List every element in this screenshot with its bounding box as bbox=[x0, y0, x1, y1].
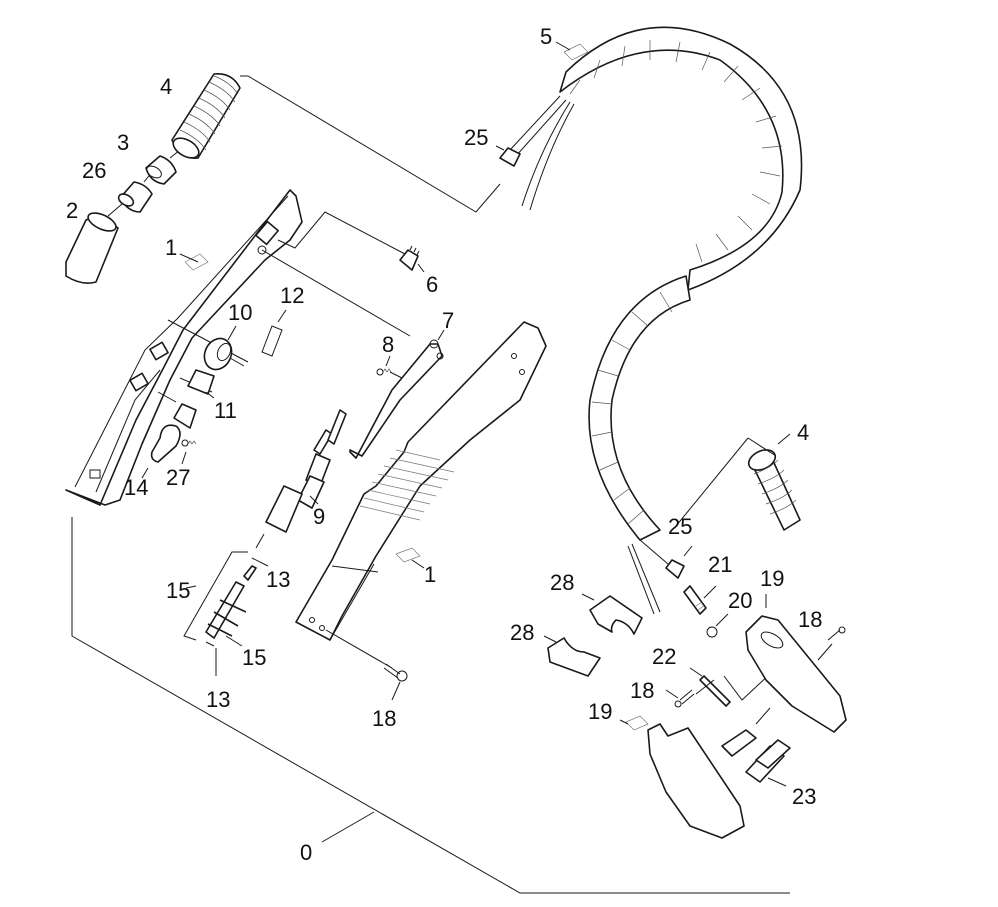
callout-23: 23 bbox=[792, 784, 816, 809]
trigger-lever bbox=[349, 339, 444, 459]
locking-button bbox=[150, 403, 197, 463]
callout-6: 6 bbox=[426, 272, 438, 297]
crimp-sleeve-top bbox=[499, 147, 521, 167]
connector-housing-left bbox=[619, 715, 745, 839]
screw-connector-right bbox=[827, 626, 846, 641]
kink-protection-sleeve-top bbox=[171, 72, 241, 159]
terminal-block bbox=[721, 707, 791, 787]
slider bbox=[187, 369, 215, 395]
valve-assembly bbox=[265, 409, 347, 533]
callout-26: 26 bbox=[82, 158, 106, 183]
callout-20: 20 bbox=[728, 588, 752, 613]
callout-27: 27 bbox=[166, 465, 190, 490]
callout-4: 4 bbox=[160, 74, 172, 99]
ring bbox=[145, 155, 177, 185]
callout-12: 12 bbox=[280, 283, 304, 308]
callout-13: 13 bbox=[266, 567, 290, 592]
callout-13: 13 bbox=[206, 687, 230, 712]
callout-4: 4 bbox=[797, 420, 809, 445]
callout-19: 19 bbox=[760, 566, 784, 591]
callout-22: 22 bbox=[652, 644, 676, 669]
kink-protection-sleeve-bottom bbox=[675, 433, 801, 531]
callout-28: 28 bbox=[550, 570, 574, 595]
clamp-lower bbox=[547, 637, 601, 677]
screw-handle bbox=[383, 663, 408, 682]
pin bbox=[699, 675, 731, 707]
connector-housing-right bbox=[745, 594, 847, 733]
callout-9: 9 bbox=[313, 504, 325, 529]
callout-11: 11 bbox=[214, 398, 237, 423]
hose-wires-top bbox=[509, 41, 589, 211]
bushing bbox=[117, 181, 153, 213]
nozzle-tube bbox=[65, 212, 119, 284]
handle-half-left bbox=[65, 189, 411, 506]
callout-15: 15 bbox=[242, 645, 266, 670]
callout-1: 1 bbox=[165, 235, 177, 260]
hose-wires-bottom bbox=[627, 539, 669, 615]
callout-21: 21 bbox=[708, 552, 732, 577]
callout-5: 5 bbox=[540, 24, 552, 49]
screw-connector-left bbox=[674, 689, 695, 708]
callout-8: 8 bbox=[382, 332, 394, 357]
valve-insert bbox=[183, 533, 269, 676]
callout-7: 7 bbox=[442, 308, 454, 333]
clamp-upper bbox=[589, 595, 643, 635]
callout-18: 18 bbox=[630, 678, 654, 703]
switch bbox=[399, 245, 420, 271]
callout-28: 28 bbox=[510, 620, 534, 645]
callout-15: 15 bbox=[166, 578, 190, 603]
callout-2: 2 bbox=[66, 198, 78, 223]
contact-clip bbox=[261, 325, 283, 357]
callout-10: 10 bbox=[228, 300, 252, 325]
spring bbox=[376, 368, 403, 379]
callout-25: 25 bbox=[464, 125, 488, 150]
callout-labels: 0 1 1 2 3 4 4 5 6 7 8 9 10 12 11 13 13 1… bbox=[66, 24, 822, 865]
callout-14: 14 bbox=[124, 475, 148, 500]
callout-0: 0 bbox=[300, 840, 312, 865]
callout-18: 18 bbox=[372, 706, 396, 731]
gear-wheel bbox=[203, 337, 245, 371]
hose-nipple bbox=[683, 585, 707, 615]
small-spring bbox=[181, 439, 197, 447]
assembly-bracket bbox=[71, 517, 790, 894]
callout-25: 25 bbox=[668, 514, 692, 539]
callout-18: 18 bbox=[798, 607, 822, 632]
callout-1: 1 bbox=[424, 562, 436, 587]
callout-3: 3 bbox=[117, 130, 129, 155]
o-ring-small bbox=[706, 626, 718, 638]
callout-19: 19 bbox=[588, 699, 612, 724]
crimp-sleeve-bottom bbox=[665, 559, 685, 579]
handle-half-right bbox=[295, 321, 547, 669]
